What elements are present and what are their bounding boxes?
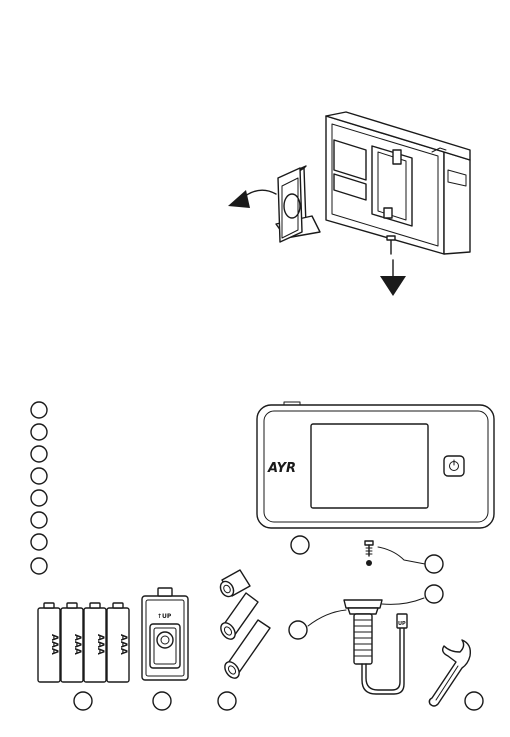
legend-circle: [31, 558, 47, 574]
callout-batteries: [74, 692, 92, 710]
battery-cover-illustration: [228, 166, 320, 242]
callout-lens-nut: [425, 585, 443, 603]
screw-icon: [387, 236, 395, 240]
legend-list: [31, 402, 47, 574]
legend-circle: [31, 534, 47, 550]
legend-circle: [31, 424, 47, 440]
legend-circle: [31, 512, 47, 528]
lens-part: UP: [289, 585, 443, 694]
legend-circle: [31, 468, 47, 484]
stem-up-label: UP: [398, 621, 406, 627]
legend-circle: [31, 446, 47, 462]
callout-plate: [153, 692, 171, 710]
monitor-front: AYR: [257, 402, 494, 528]
wrench-part: [429, 640, 483, 710]
callout-screw: [425, 555, 443, 573]
batteries-part: AAA AAA AAA AAA: [38, 603, 129, 710]
monitor-back-illustration: [326, 112, 470, 296]
brand-logo: AYR: [267, 461, 296, 476]
screw-part: [365, 541, 443, 573]
plate-up-label: ↑UP: [157, 613, 172, 620]
legend-circle: [31, 490, 47, 506]
monitor-screen: [311, 424, 428, 508]
battery-label-1: AAA: [49, 634, 59, 655]
callout-spacers: [218, 692, 236, 710]
spacers-part: [218, 570, 270, 710]
power-button: [444, 456, 464, 476]
battery-label-3: AAA: [95, 634, 105, 655]
battery-label-2: AAA: [72, 634, 82, 655]
callout-monitor: [291, 536, 309, 554]
mounting-plate-part: ↑UP: [142, 588, 188, 710]
callout-lens: [289, 621, 307, 639]
battery-label-4: AAA: [118, 634, 128, 655]
callout-wrench: [465, 692, 483, 710]
legend-circle: [31, 402, 47, 418]
